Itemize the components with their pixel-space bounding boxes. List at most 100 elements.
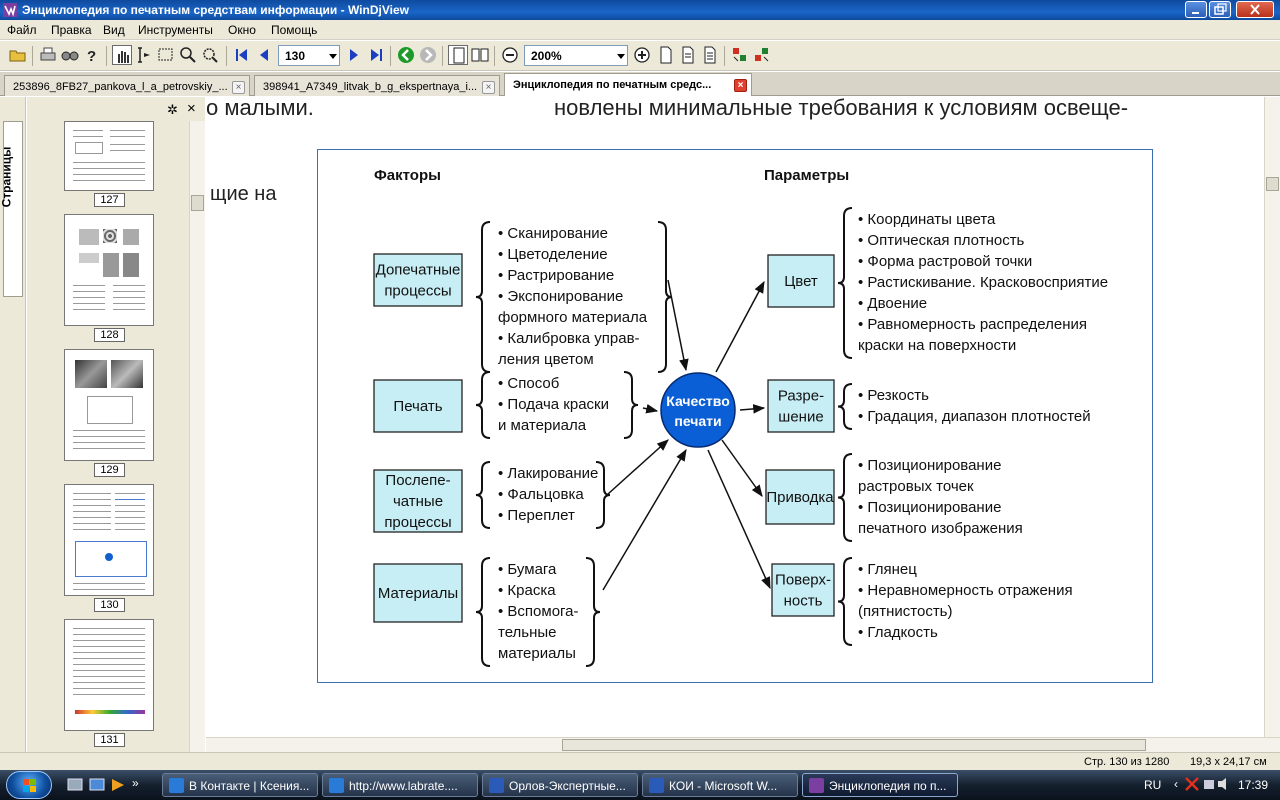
- language-indicator[interactable]: RU: [1144, 778, 1162, 792]
- zoom-combo[interactable]: 200%: [524, 45, 628, 66]
- prev-page-icon[interactable]: [254, 45, 274, 65]
- last-page-icon[interactable]: [366, 45, 386, 65]
- rotate-left-icon[interactable]: [730, 45, 750, 65]
- hand-tool-icon[interactable]: [112, 45, 132, 65]
- param-item: (пятнистость): [858, 603, 953, 620]
- zoom-icon[interactable]: [178, 45, 198, 65]
- param-brace: [837, 557, 853, 646]
- param-item: • Позиционирование: [858, 499, 1001, 516]
- fit-width-icon[interactable]: [678, 45, 698, 65]
- back-icon[interactable]: [396, 45, 416, 65]
- open-file-icon[interactable]: [8, 45, 28, 65]
- factor-box-label: Материалы: [378, 585, 458, 602]
- thumbnails-scrollbar[interactable]: [189, 121, 205, 752]
- rotate-right-icon[interactable]: [752, 45, 772, 65]
- page-status: Стр. 130 из 1280: [1084, 756, 1170, 768]
- single-page-icon[interactable]: [448, 45, 468, 65]
- arrow-in: [667, 279, 689, 372]
- taskbar-item[interactable]: http://www.labrate....: [322, 773, 478, 797]
- ie-icon: [169, 778, 184, 793]
- page-number-value: 130: [285, 49, 306, 63]
- maximize-button[interactable]: [1209, 1, 1231, 18]
- page-thumbnail[interactable]: [64, 349, 154, 461]
- tray-icons[interactable]: ‹: [1174, 776, 1230, 795]
- tab-document-2[interactable]: 398941_A7349_litvak_b_g_ekspertnaya_i...…: [254, 75, 500, 96]
- taskbar-item[interactable]: Орлов-Экспертные...: [482, 773, 638, 797]
- horizontal-scrollbar[interactable]: [206, 737, 1280, 752]
- actual-size-icon[interactable]: [700, 45, 720, 65]
- param-item: • Резкость: [858, 387, 929, 404]
- zoom-in-icon[interactable]: [632, 45, 652, 65]
- factor-item: • Бумага: [498, 561, 557, 578]
- menu-edit[interactable]: Правка: [51, 23, 92, 37]
- page-thumbnail[interactable]: [64, 484, 154, 596]
- start-button[interactable]: [6, 771, 52, 799]
- page-number-label: 131: [94, 733, 125, 747]
- factor-box-label: процессы: [384, 283, 451, 300]
- tab-pages[interactable]: Страницы: [0, 121, 23, 297]
- print-icon[interactable]: [38, 45, 58, 65]
- center-label: Качество: [666, 393, 730, 409]
- taskbar-item-active[interactable]: Энциклопедия по п...: [802, 773, 958, 797]
- factor-box-label: процессы: [384, 514, 451, 531]
- close-icon: [1250, 4, 1260, 15]
- menu-window[interactable]: Окно: [228, 23, 256, 37]
- taskbar-item[interactable]: В Контакте | Ксения...: [162, 773, 318, 797]
- scrollbar-thumb[interactable]: [1266, 177, 1279, 191]
- tray-icon: ‹: [1174, 777, 1226, 791]
- first-page-icon[interactable]: [232, 45, 252, 65]
- param-box-label: ность: [784, 593, 823, 610]
- right-brace: [585, 557, 601, 667]
- right-brace: [657, 221, 673, 373]
- tab-close-icon[interactable]: ×: [482, 81, 495, 94]
- tab-close-icon[interactable]: ×: [232, 81, 245, 94]
- page-thumbnail[interactable]: [64, 619, 154, 731]
- close-icon[interactable]: ×: [187, 100, 196, 117]
- tab-close-icon[interactable]: ×: [734, 79, 747, 92]
- factor-item: и материала: [498, 417, 587, 434]
- page-thumbnail[interactable]: [64, 214, 154, 326]
- factor-item: • Сканирование: [498, 225, 608, 242]
- next-page-icon[interactable]: [344, 45, 364, 65]
- toolbar: ? 130 200%: [0, 41, 1280, 71]
- forward-icon[interactable]: [418, 45, 438, 65]
- select-text-icon[interactable]: [134, 45, 154, 65]
- help-icon[interactable]: ?: [82, 45, 102, 65]
- vertical-scrollbar[interactable]: [1264, 97, 1280, 737]
- find-icon[interactable]: [60, 45, 80, 65]
- menu-file[interactable]: Файл: [7, 23, 37, 37]
- menu-bar: Файл Правка Вид Инструменты Окно Помощь: [0, 20, 1280, 40]
- param-box: [767, 379, 835, 433]
- quick-launch-icons[interactable]: »: [66, 776, 146, 796]
- close-button[interactable]: [1236, 1, 1274, 18]
- fit-page-icon[interactable]: [656, 45, 676, 65]
- scrollbar-thumb[interactable]: [562, 739, 1146, 751]
- status-bar: Стр. 130 из 1280 19,3 x 24,17 см: [0, 752, 1280, 770]
- gear-icon[interactable]: ✲: [167, 102, 178, 117]
- page-number-combo[interactable]: 130: [278, 45, 340, 66]
- taskbar-item[interactable]: КОИ - Microsoft W...: [642, 773, 798, 797]
- zoom-out-icon[interactable]: [500, 45, 520, 65]
- tab-document-1[interactable]: 253896_8FB27_pankova_l_a_petrovskiy_... …: [4, 75, 250, 96]
- document-view[interactable]: о малыми. новлены минимальные требования…: [206, 97, 1264, 737]
- facing-pages-icon[interactable]: [470, 45, 490, 65]
- factor-box-label: чатные: [393, 493, 443, 510]
- menu-tools[interactable]: Инструменты: [138, 23, 213, 37]
- param-item: • Двоение: [858, 295, 927, 312]
- select-rect-icon[interactable]: [156, 45, 176, 65]
- page-thumbnail[interactable]: [64, 121, 154, 191]
- tab-document-3[interactable]: Энциклопедия по печатным средс... ×: [504, 73, 752, 96]
- factor-item: • Подача краски: [498, 396, 609, 413]
- menu-view[interactable]: Вид: [103, 23, 125, 37]
- tab-label: 398941_A7349_litvak_b_g_ekspertnaya_i...: [263, 81, 478, 93]
- taskbar-item-label: Орлов-Экспертные...: [509, 779, 626, 793]
- zoom-rect-icon[interactable]: [200, 45, 220, 65]
- thumbnails-header: ✲ ×: [27, 97, 205, 121]
- page-number-label: 128: [94, 328, 125, 342]
- menu-help[interactable]: Помощь: [271, 23, 318, 37]
- factor-box: [373, 563, 463, 623]
- scrollbar-thumb[interactable]: [191, 195, 204, 211]
- document-tabs: 253896_8FB27_pankova_l_a_petrovskiy_... …: [0, 72, 1280, 96]
- minimize-button[interactable]: [1185, 1, 1207, 18]
